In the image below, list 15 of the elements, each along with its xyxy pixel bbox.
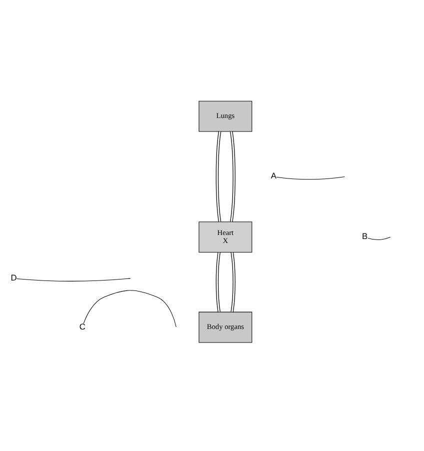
connector: [216, 131, 222, 222]
connector: [83, 290, 176, 328]
node-box: Heart X: [198, 222, 252, 252]
node-box: Body organs: [198, 312, 252, 343]
node-text: A: [270, 170, 276, 181]
node-text: B: [362, 231, 368, 242]
connector: [230, 252, 236, 312]
connector: [368, 236, 391, 240]
node-text: D: [10, 272, 17, 282]
connector: [276, 176, 345, 180]
node-text: C: [79, 321, 86, 332]
connector: [230, 131, 236, 222]
connector: [16, 278, 131, 282]
connector: [216, 252, 220, 312]
node-box: Lungs: [198, 100, 252, 132]
